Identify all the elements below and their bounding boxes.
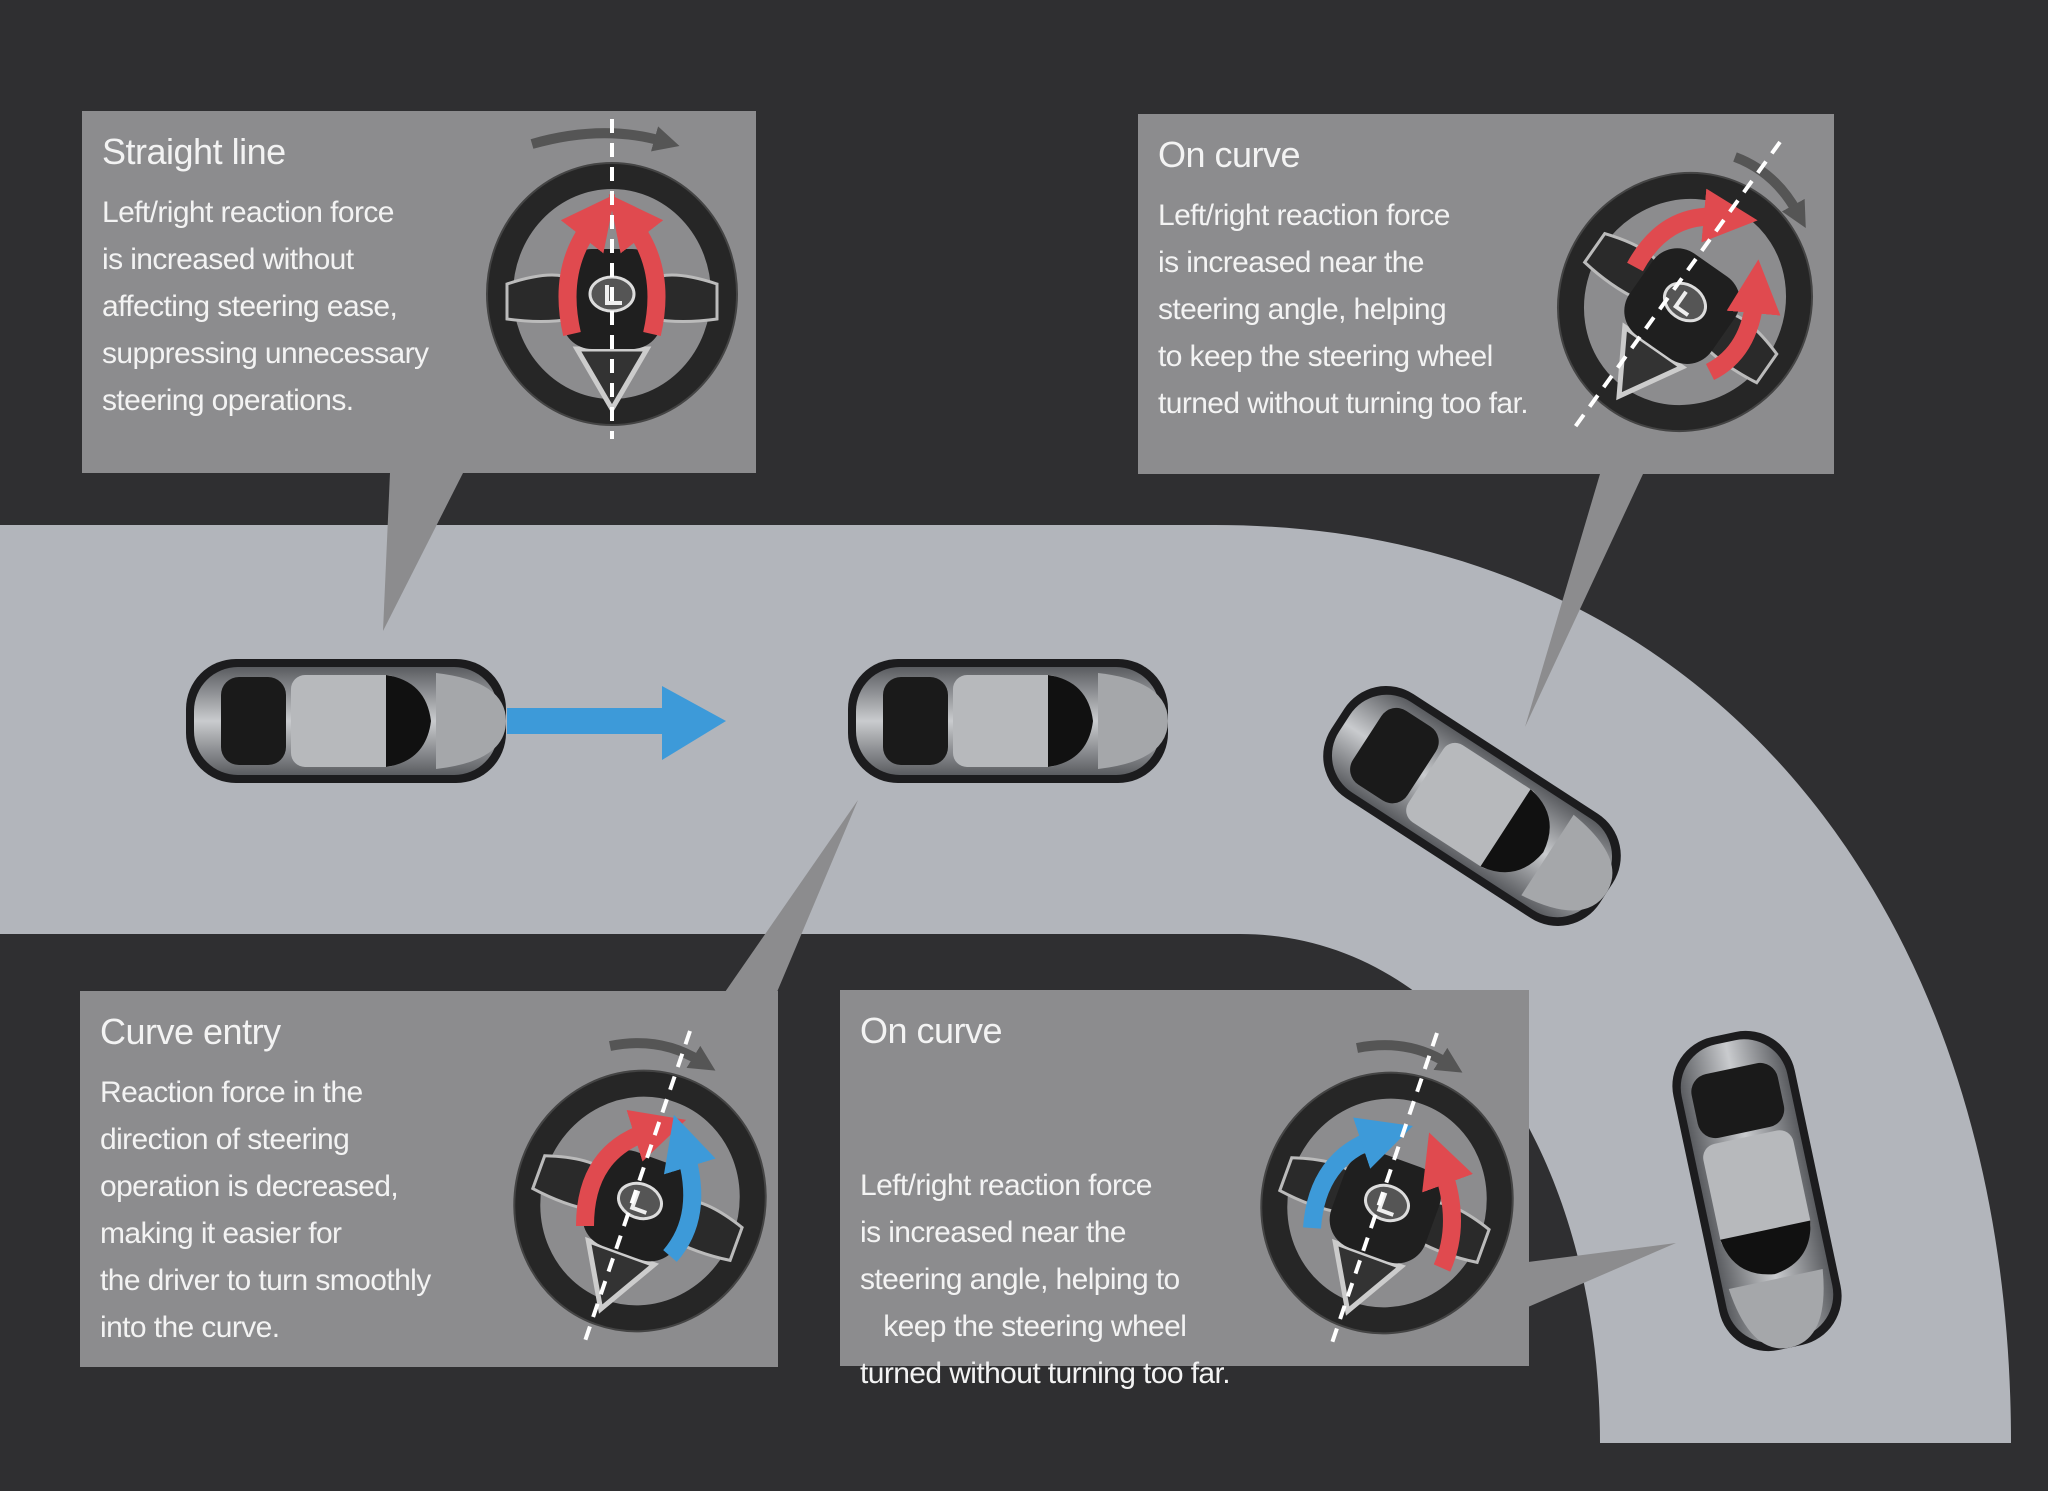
steering-wheel-icon (1535, 127, 1835, 447)
panel-title: On curve (1158, 134, 1301, 175)
description-line: turned without turning too far. (1158, 387, 1529, 420)
reaction-force-arrow-icon (608, 194, 666, 337)
description-line: is increased near the (1158, 246, 1425, 279)
description-line: the driver to turn smoothly (100, 1264, 431, 1297)
panel-title: Curve entry (100, 1011, 281, 1052)
callout-pointer-on-curve-top (1525, 474, 1643, 727)
description-line: to keep the steering wheel (1158, 340, 1493, 373)
description-line: steering angle, helping (1158, 293, 1447, 326)
description-line: operation is decreased, (100, 1170, 399, 1203)
callout-pointer-curve-entry (725, 800, 858, 992)
panel-title: Straight line (102, 131, 286, 172)
description-line: direction of steering (100, 1123, 350, 1156)
steering-wheel-icon (462, 119, 762, 439)
description-line: suppressing unnecessary (102, 337, 429, 370)
description-line: keep the steering wheel (860, 1310, 1187, 1343)
description-line: steering angle, helping to (860, 1263, 1180, 1296)
center-line (1573, 140, 1782, 429)
panel-description: Reaction force in the direction of steeri… (100, 1069, 431, 1351)
description-line: Left/right reaction force (860, 1169, 1152, 1202)
reaction-force-arrow-icon (1705, 259, 1781, 381)
reaction-force-arrow-icon (576, 1109, 687, 1227)
description-line: is increased near the (860, 1216, 1127, 1249)
reaction-force-arrow-icon (1303, 1117, 1413, 1229)
description-line: Left/right reaction force (102, 196, 394, 229)
center-line (1330, 1032, 1439, 1344)
panel-on-curve-top: On curve Left/right reaction force is inc… (1138, 114, 1834, 474)
panel-description: Left/right reaction force is increased wi… (102, 189, 429, 424)
description-line: making it easier for (100, 1217, 342, 1250)
car-curve-entry (848, 659, 1168, 783)
panel-description: Left/right reaction force is increased ne… (860, 1068, 1231, 1491)
callout-pointer-straight-line (383, 473, 463, 631)
reaction-force-arrow-icon (558, 194, 616, 337)
car-straight (186, 659, 506, 783)
steering-wheel-icon (490, 1026, 790, 1346)
callout-pointer-on-curve-bottom (1528, 1243, 1676, 1307)
description-line: turned without turning too far. (860, 1357, 1231, 1390)
reaction-force-arrow-icon (663, 1114, 716, 1262)
description-line: affecting steering ease, (102, 290, 398, 323)
road (0, 525, 2011, 1443)
description-line: into the curve. (100, 1311, 280, 1344)
reaction-force-arrow-icon (1422, 1132, 1473, 1272)
description-line: steering operations. (102, 384, 354, 417)
steering-wheel-icon (1237, 1028, 1537, 1348)
description-line: Reaction force in the (100, 1076, 363, 1109)
direction-arrow-icon (507, 686, 726, 760)
road-scene (0, 473, 2011, 1443)
description-line: Left/right reaction force (1158, 199, 1450, 232)
center-line (583, 1030, 692, 1342)
panel-description: Left/right reaction force is increased ne… (1158, 192, 1529, 427)
reaction-force-arrow-icon (1627, 188, 1758, 272)
panel-curve-entry: Curve entry Reaction force in the directi… (80, 991, 778, 1367)
panel-title: On curve (860, 1010, 1003, 1051)
panel-straight-line: Straight line Left/right reaction force i… (82, 111, 756, 473)
panel-on-curve-bottom: On curve Left/right reaction force is inc… (840, 990, 1529, 1390)
description-line: is increased without (102, 243, 354, 276)
